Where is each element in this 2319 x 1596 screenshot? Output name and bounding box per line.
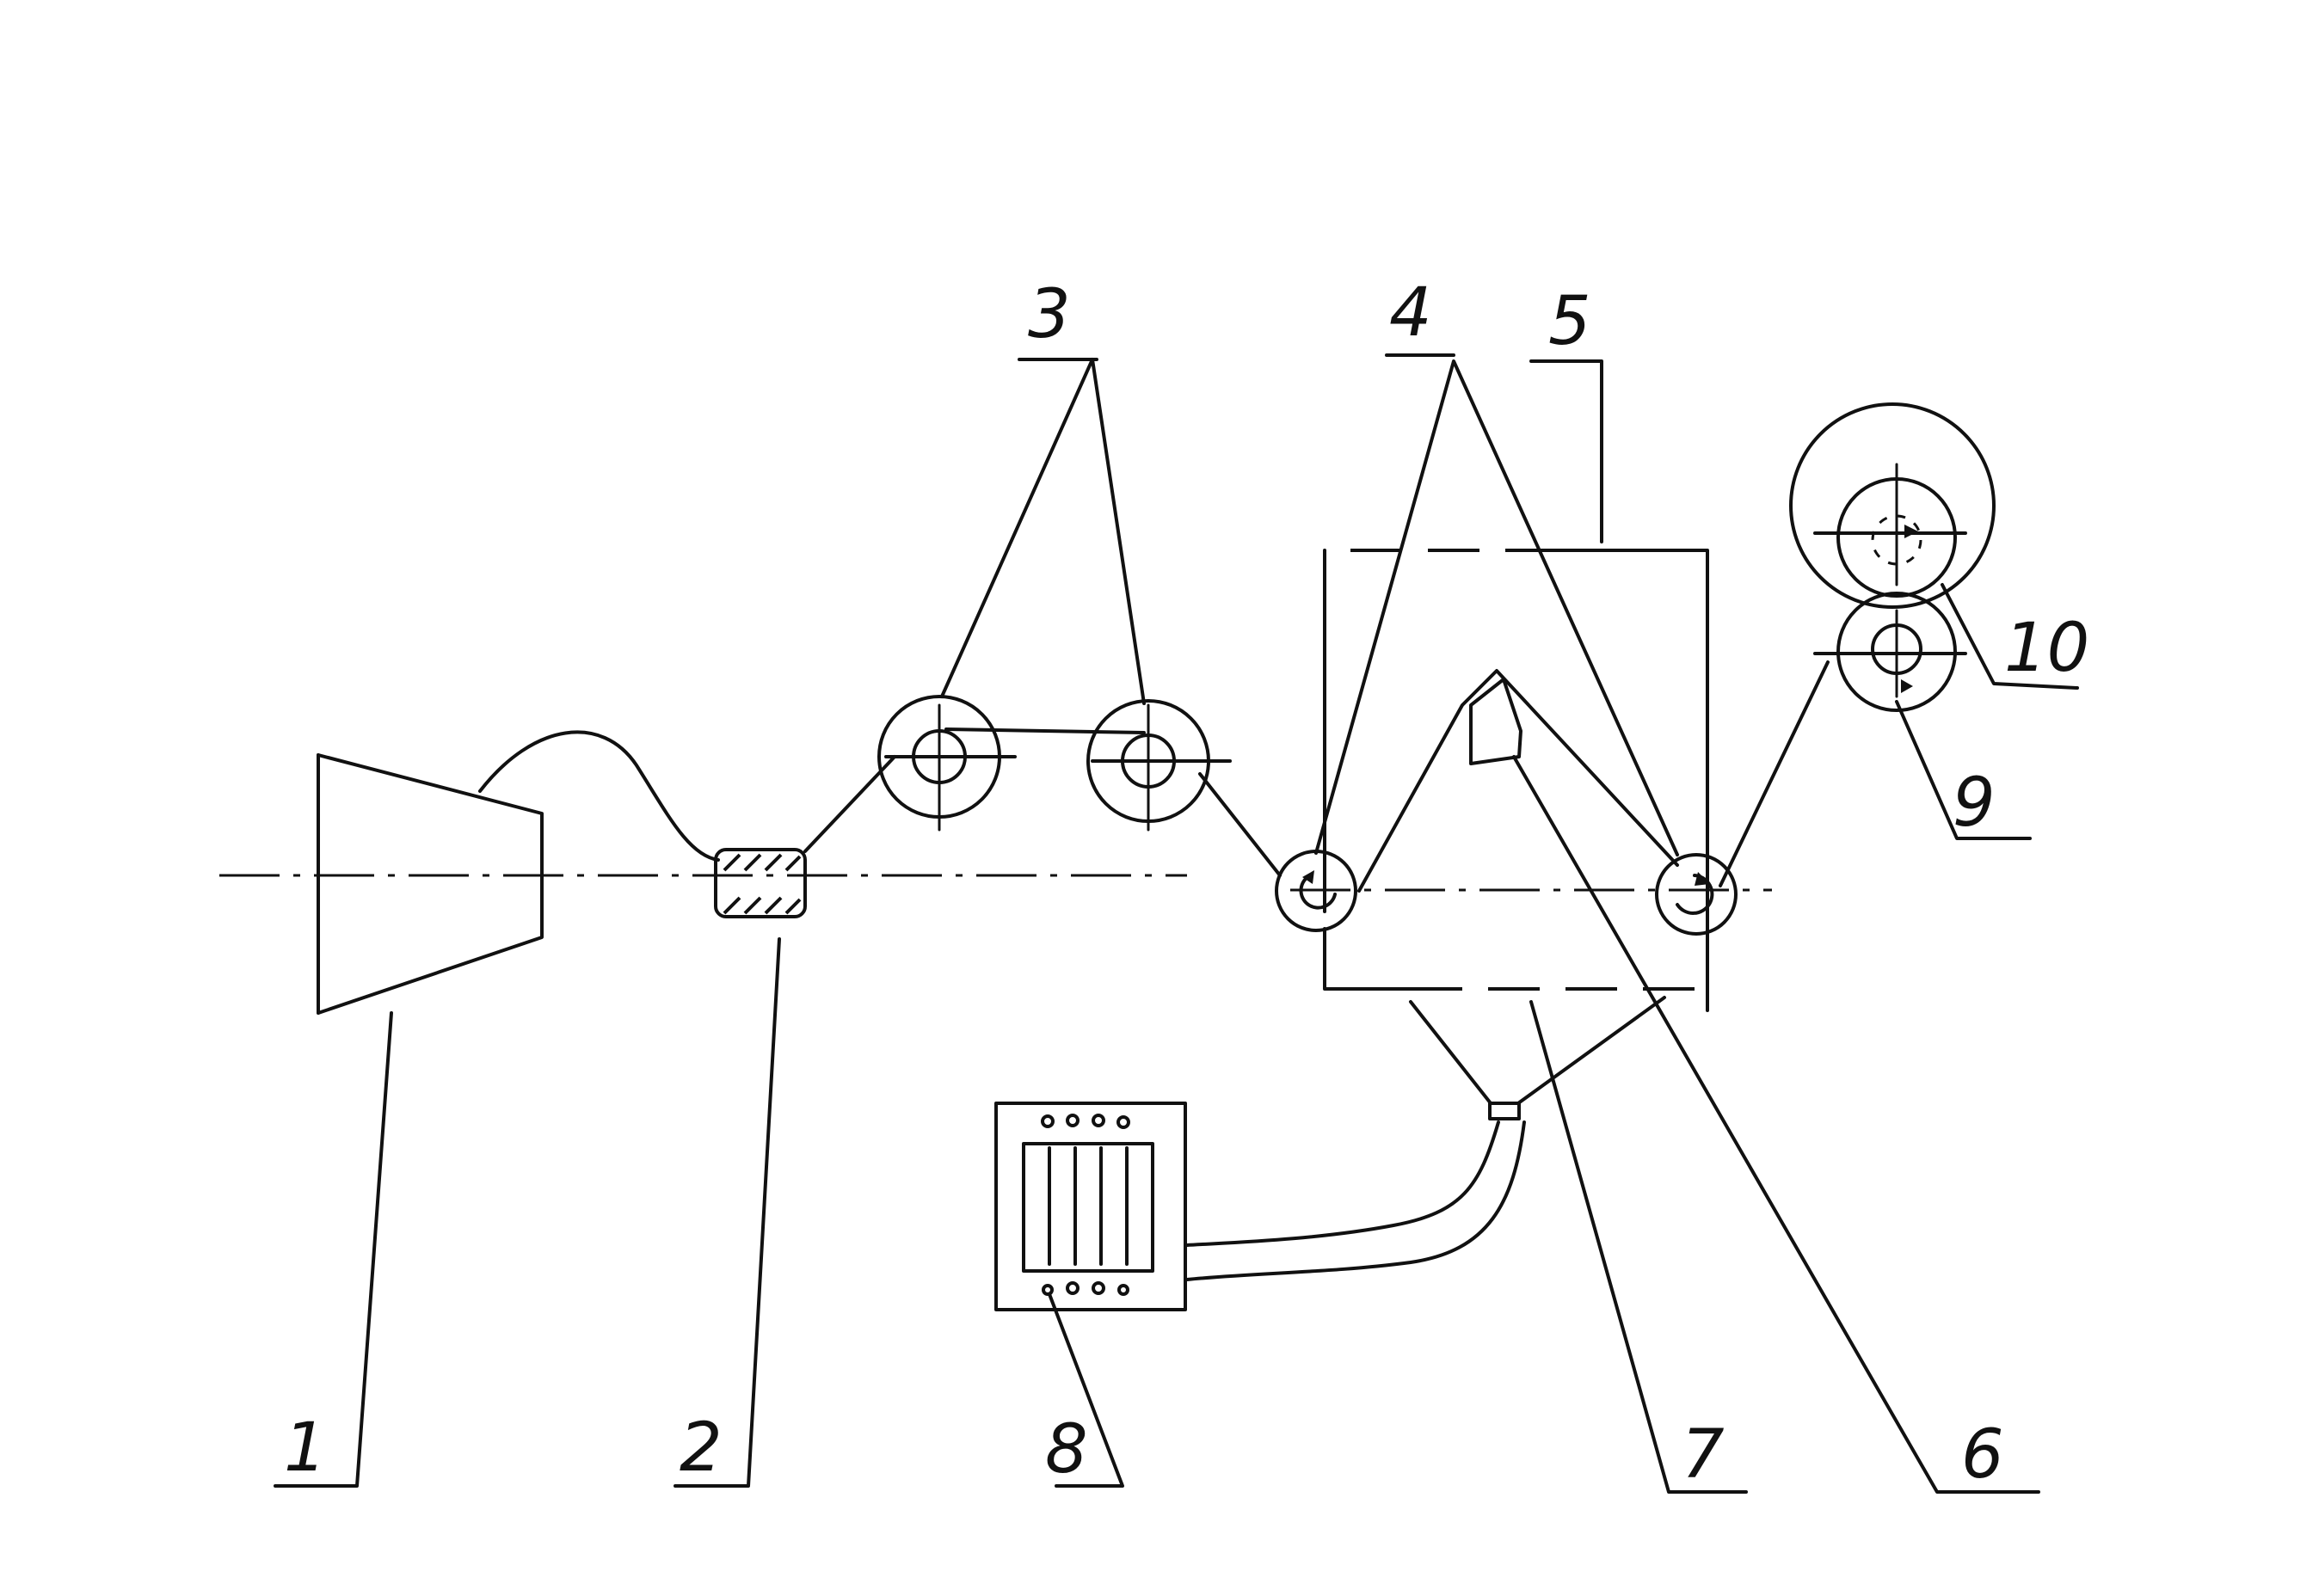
component-8-control-unit bbox=[994, 1102, 1187, 1311]
label-8: 8 bbox=[1045, 1411, 1088, 1489]
filament-to-winder bbox=[1719, 660, 1830, 887]
label-9: 9 bbox=[1953, 764, 1996, 842]
leader-2 bbox=[674, 937, 781, 1488]
label-10: 10 bbox=[2004, 610, 2089, 687]
label-7: 7 bbox=[1682, 1416, 1725, 1494]
leader-4 bbox=[1314, 359, 1679, 856]
component-3-godet-right bbox=[1086, 699, 1232, 832]
hose-to-8 bbox=[1185, 1120, 1500, 1247]
component-10-bobbin bbox=[1789, 402, 1996, 609]
component-6-heater bbox=[1469, 678, 1522, 765]
filament-1-2 bbox=[478, 730, 720, 862]
leader-8 bbox=[1048, 1292, 1124, 1488]
tank-roller-right bbox=[1655, 853, 1738, 936]
component-1-extruder bbox=[317, 753, 544, 1015]
label-6: 6 bbox=[1961, 1416, 2004, 1494]
label-4: 4 bbox=[1389, 274, 1432, 352]
leader-9 bbox=[1895, 700, 2032, 840]
label-3: 3 bbox=[1028, 276, 1071, 353]
component-9-drive-roll bbox=[1813, 592, 1967, 712]
leader-7 bbox=[1529, 1000, 1748, 1494]
leader-6 bbox=[1512, 755, 2040, 1494]
leader-10 bbox=[1941, 583, 2079, 690]
component-3-godet-left bbox=[877, 695, 1017, 832]
hose-to-8-lower bbox=[1185, 1120, 1526, 1281]
leader-1 bbox=[274, 1011, 393, 1488]
label-1: 1 bbox=[284, 1409, 327, 1487]
component-2-guide bbox=[714, 848, 807, 918]
label-5: 5 bbox=[1548, 283, 1591, 360]
leader-3 bbox=[940, 358, 1146, 705]
filament-3-tank bbox=[1198, 772, 1282, 877]
leader-5 bbox=[1529, 359, 1603, 543]
filament-between-godets bbox=[944, 727, 1146, 734]
label-2: 2 bbox=[680, 1409, 723, 1487]
filament-through-bath bbox=[1357, 669, 1679, 893]
component-7-funnel bbox=[1409, 996, 1666, 1120]
